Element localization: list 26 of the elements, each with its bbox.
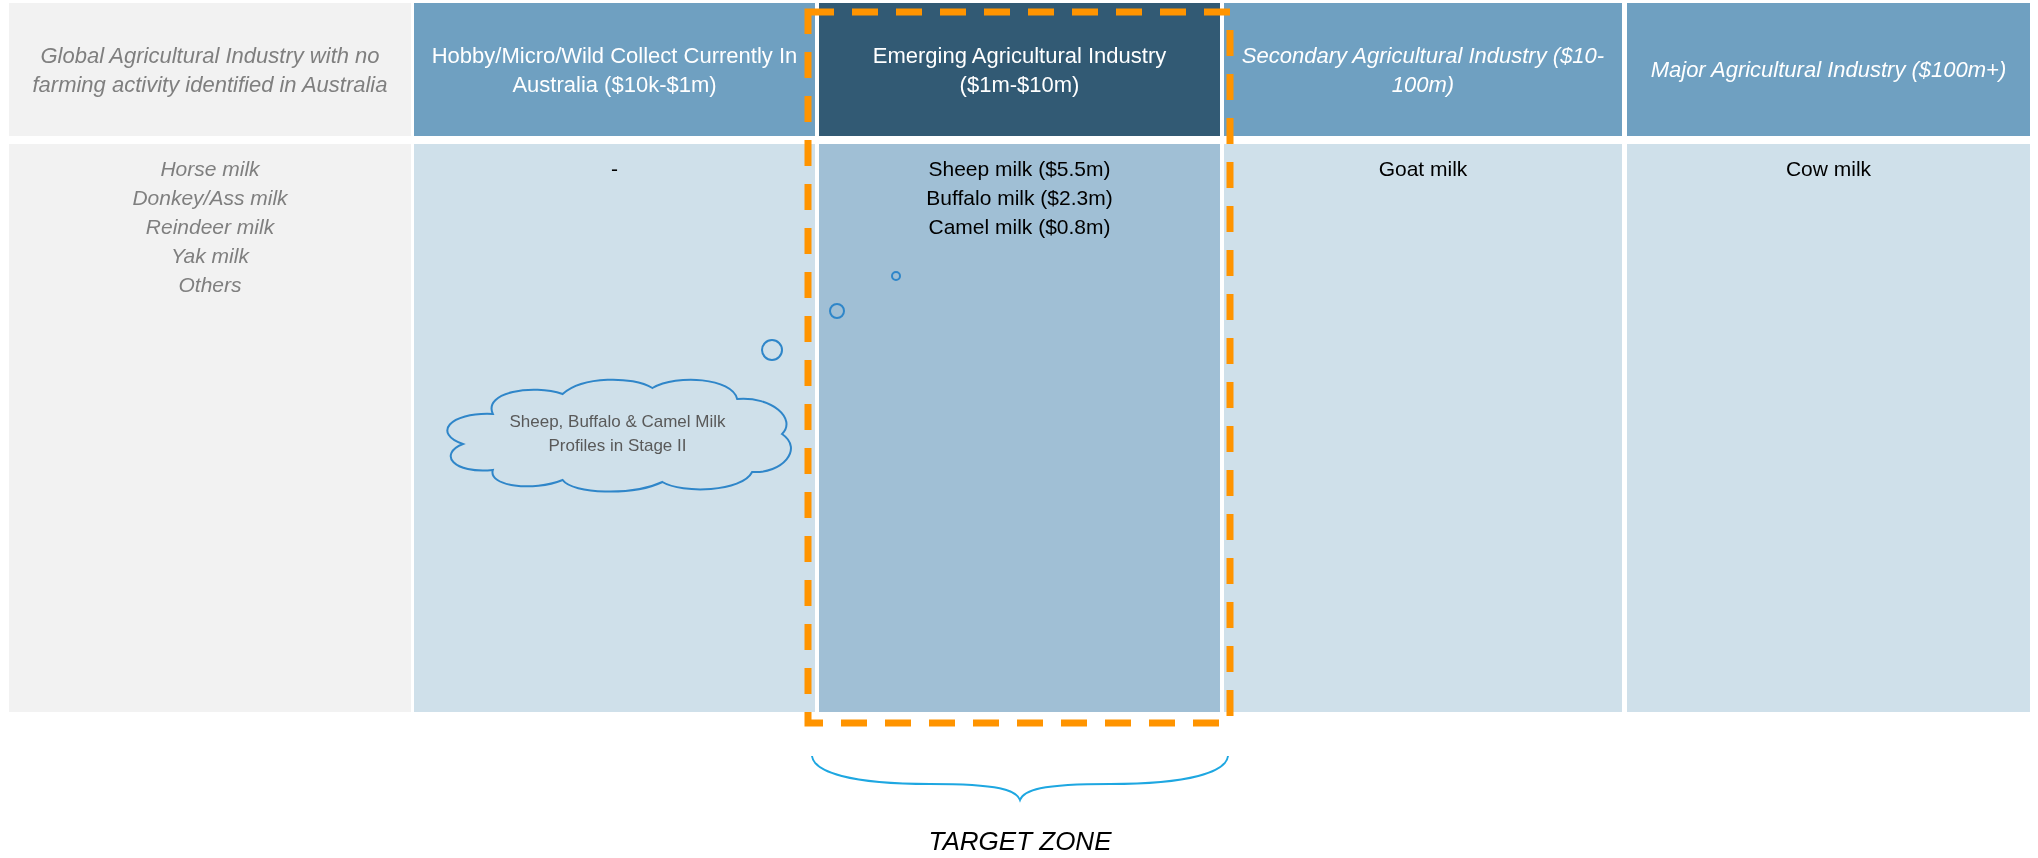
header-text: Global Agricultural Industry with no farming activity identified in Australia (31, 41, 389, 99)
list-item: Cow milk (1784, 156, 1873, 182)
list-item: Buffalo milk ($2.3m) (925, 185, 1114, 211)
column-header (1627, 3, 2030, 136)
column-panel (1627, 144, 2030, 712)
list-item: Goat milk (1377, 156, 1469, 182)
list-item: Yak milk (170, 243, 251, 269)
cloud-text: Sheep, Buffalo & Camel Milk Profiles in Stage II (508, 411, 727, 457)
list-item: Camel milk ($0.8m) (927, 214, 1112, 240)
list-item: Horse milk (159, 156, 261, 182)
list-item: Reindeer milk (144, 214, 276, 240)
header-text: Emerging Agricultural Industry ($1m-$10m) (871, 41, 1168, 99)
header-text: Secondary Agricultural Industry ($10-100m) (1240, 41, 1606, 99)
list-item: Sheep milk ($5.5m) (927, 156, 1112, 182)
column-header (819, 3, 1220, 136)
column-header (414, 3, 815, 136)
column-header (1224, 3, 1622, 136)
zone-caption: TARGET ZONE (927, 826, 1113, 856)
header-text: Major Agricultural Industry ($100m+) (1649, 56, 2008, 84)
list-item: Donkey/Ass milk (131, 185, 289, 211)
column-panel (1224, 144, 1622, 712)
list-item: - (610, 156, 619, 182)
list-item: Others (177, 272, 243, 298)
column-panel (819, 144, 1220, 712)
column-panel (414, 144, 815, 712)
header-text: Hobby/Micro/Wild Collect Currently In Australia ($10k-$1m) (430, 41, 799, 99)
